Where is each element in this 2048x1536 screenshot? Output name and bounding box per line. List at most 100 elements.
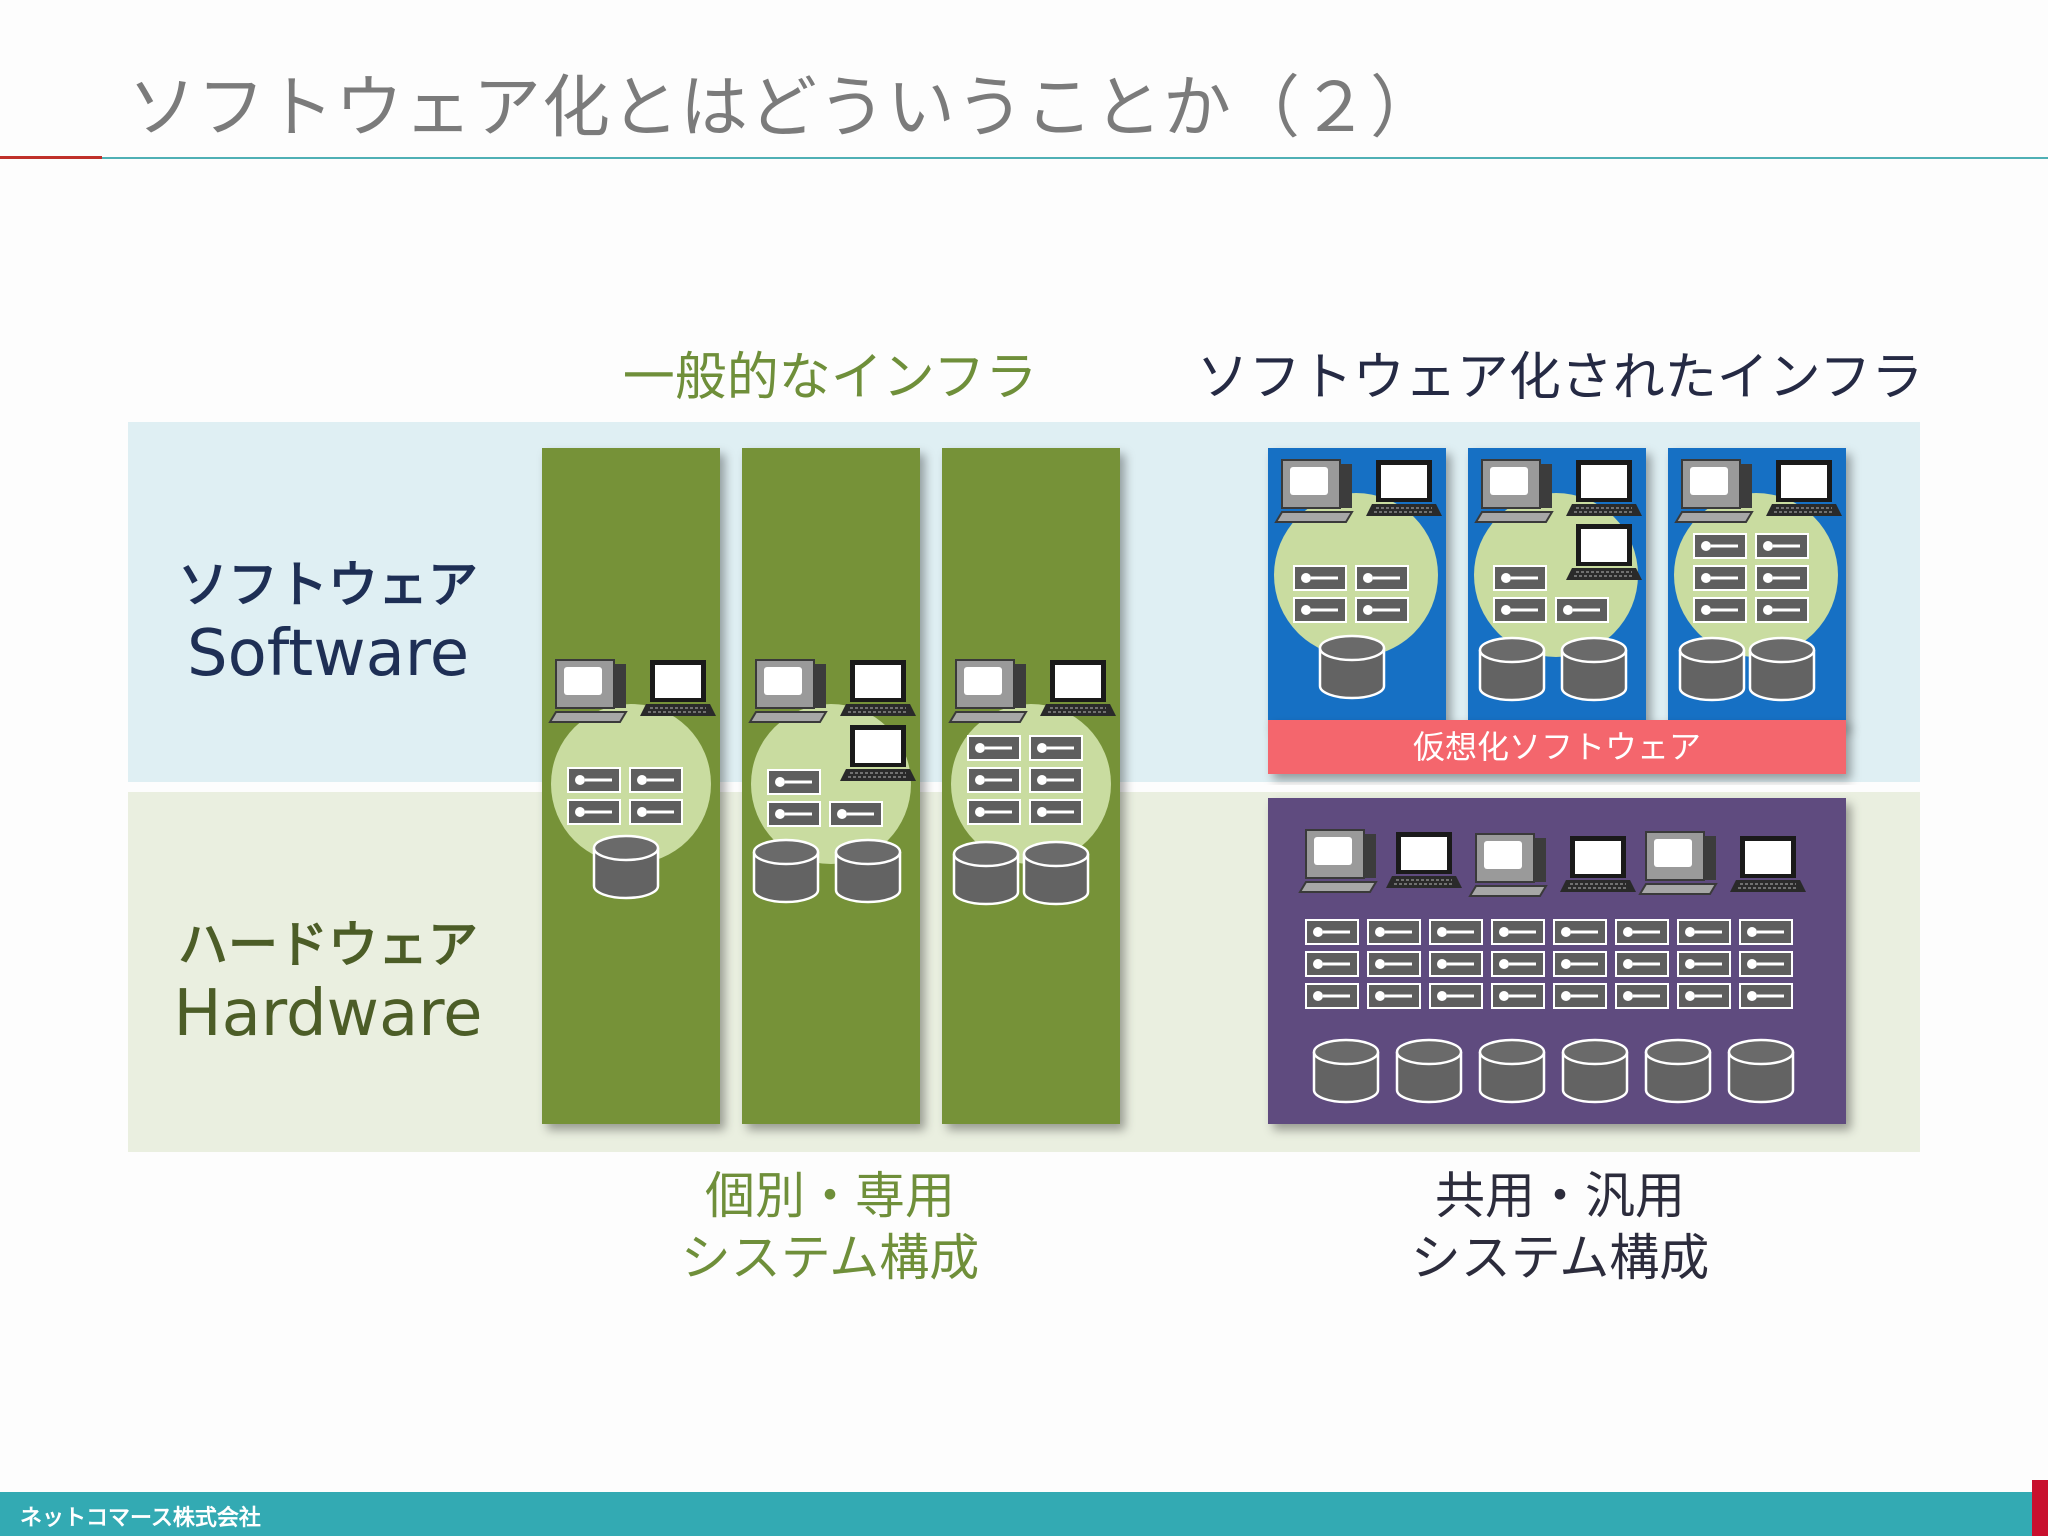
shared-hardware-pool [1268,798,1846,1124]
laptop-icon [1365,459,1443,517]
server-unit-icon [628,798,684,826]
server-unit-icon [1692,564,1748,592]
server-unit-icon [566,766,622,794]
virtual-machine-2 [1468,448,1646,726]
heading-general-infra: 一般的なインフラ [622,348,1038,408]
title-accent-red [0,156,102,159]
hardware-label-en: Hardware [173,977,483,1051]
server-unit-icon [1490,918,1546,946]
server-unit-icon [1676,918,1732,946]
server-unit-icon [1366,950,1422,978]
server-unit-icon [1428,982,1484,1010]
caption-right-line1: 共用・汎用 [1435,1167,1685,1225]
laptop-icon [839,724,917,782]
server-unit-icon [1492,596,1548,624]
caption-left-line1: 個別・専用 [705,1167,955,1225]
storage-drum-icon [1678,636,1746,702]
software-row-label: ソフトウェア Software [128,545,528,691]
desktop-computer-icon [1469,833,1547,897]
server-unit-icon [1304,982,1360,1010]
storage-drum-icon [1022,840,1090,906]
server-unit-icon [828,800,884,828]
server-unit-icon [1354,596,1410,624]
dedicated-rack-1 [542,448,720,1124]
server-unit-icon [1738,918,1794,946]
caption-dedicated-system: 個別・専用 システム構成 [560,1165,1100,1289]
storage-drum-icon [1748,636,1816,702]
desktop-computer-icon [549,659,627,723]
storage-drum-icon [1560,636,1628,702]
server-unit-icon [1676,982,1732,1010]
footer-accent [2032,1480,2048,1536]
title-rule [102,157,2048,159]
desktop-computer-icon [1299,829,1377,893]
server-unit-icon [1292,596,1348,624]
server-unit-icon [1692,532,1748,560]
server-unit-icon [1552,950,1608,978]
server-unit-icon [966,798,1022,826]
server-unit-icon [1738,982,1794,1010]
server-unit-icon [1552,982,1608,1010]
storage-drum-icon [1478,1038,1546,1104]
server-unit-icon [1554,596,1610,624]
virtual-machine-1 [1268,448,1446,726]
hardware-label-ja: ハードウェア [178,916,478,974]
server-unit-icon [766,768,822,796]
server-unit-icon [766,800,822,828]
server-unit-icon [1614,918,1670,946]
laptop-icon [1385,831,1463,889]
server-unit-icon [1366,918,1422,946]
laptop-icon [1729,835,1807,893]
server-unit-icon [1304,918,1360,946]
laptop-icon [1039,659,1117,717]
server-unit-icon [1692,596,1748,624]
desktop-computer-icon [949,659,1027,723]
dedicated-rack-3 [942,448,1120,1124]
virtualization-software-label: 仮想化ソフトウェア [1412,728,1701,766]
server-unit-icon [1614,982,1670,1010]
laptop-icon [1765,459,1843,517]
server-unit-icon [1304,950,1360,978]
storage-drum-icon [952,840,1020,906]
page-title: ソフトウェア化とはどういうことか（２） [128,69,1440,148]
caption-right-line2: システム構成 [1410,1229,1710,1287]
server-unit-icon [1614,950,1670,978]
desktop-computer-icon [1475,459,1553,523]
desktop-computer-icon [1675,459,1753,523]
virtualization-layer-bar [1268,720,1846,774]
server-unit-icon [1754,532,1810,560]
footer-bar [0,1492,2048,1536]
company-name: ネットコマース株式会社 [20,1506,261,1531]
server-unit-icon [1490,950,1546,978]
laptop-icon [1565,459,1643,517]
server-unit-icon [1028,798,1084,826]
laptop-icon [1559,835,1637,893]
storage-drum-icon [1644,1038,1712,1104]
storage-drum-icon [1312,1038,1380,1104]
hardware-row-label: ハードウェア Hardware [128,905,528,1051]
laptop-icon [639,659,717,717]
server-unit-icon [1754,564,1810,592]
desktop-computer-icon [749,659,827,723]
server-unit-icon [1354,564,1410,592]
storage-drum-icon [752,838,820,904]
server-unit-icon [1490,982,1546,1010]
server-unit-icon [1552,918,1608,946]
server-unit-icon [966,734,1022,762]
heading-software-defined-infra: ソフトウェア化されたインフラ [1196,348,1924,408]
storage-drum-icon [834,838,902,904]
server-unit-icon [1428,950,1484,978]
server-unit-icon [1292,564,1348,592]
laptop-icon [839,659,917,717]
server-unit-icon [1428,918,1484,946]
server-unit-icon [1738,950,1794,978]
software-label-en: Software [186,617,470,691]
server-unit-icon [1366,982,1422,1010]
server-unit-icon [1492,564,1548,592]
virtual-machine-3 [1668,448,1846,726]
storage-drum-icon [1727,1038,1795,1104]
software-label-ja: ソフトウェア [178,556,478,614]
desktop-computer-icon [1639,831,1717,895]
server-unit-icon [966,766,1022,794]
